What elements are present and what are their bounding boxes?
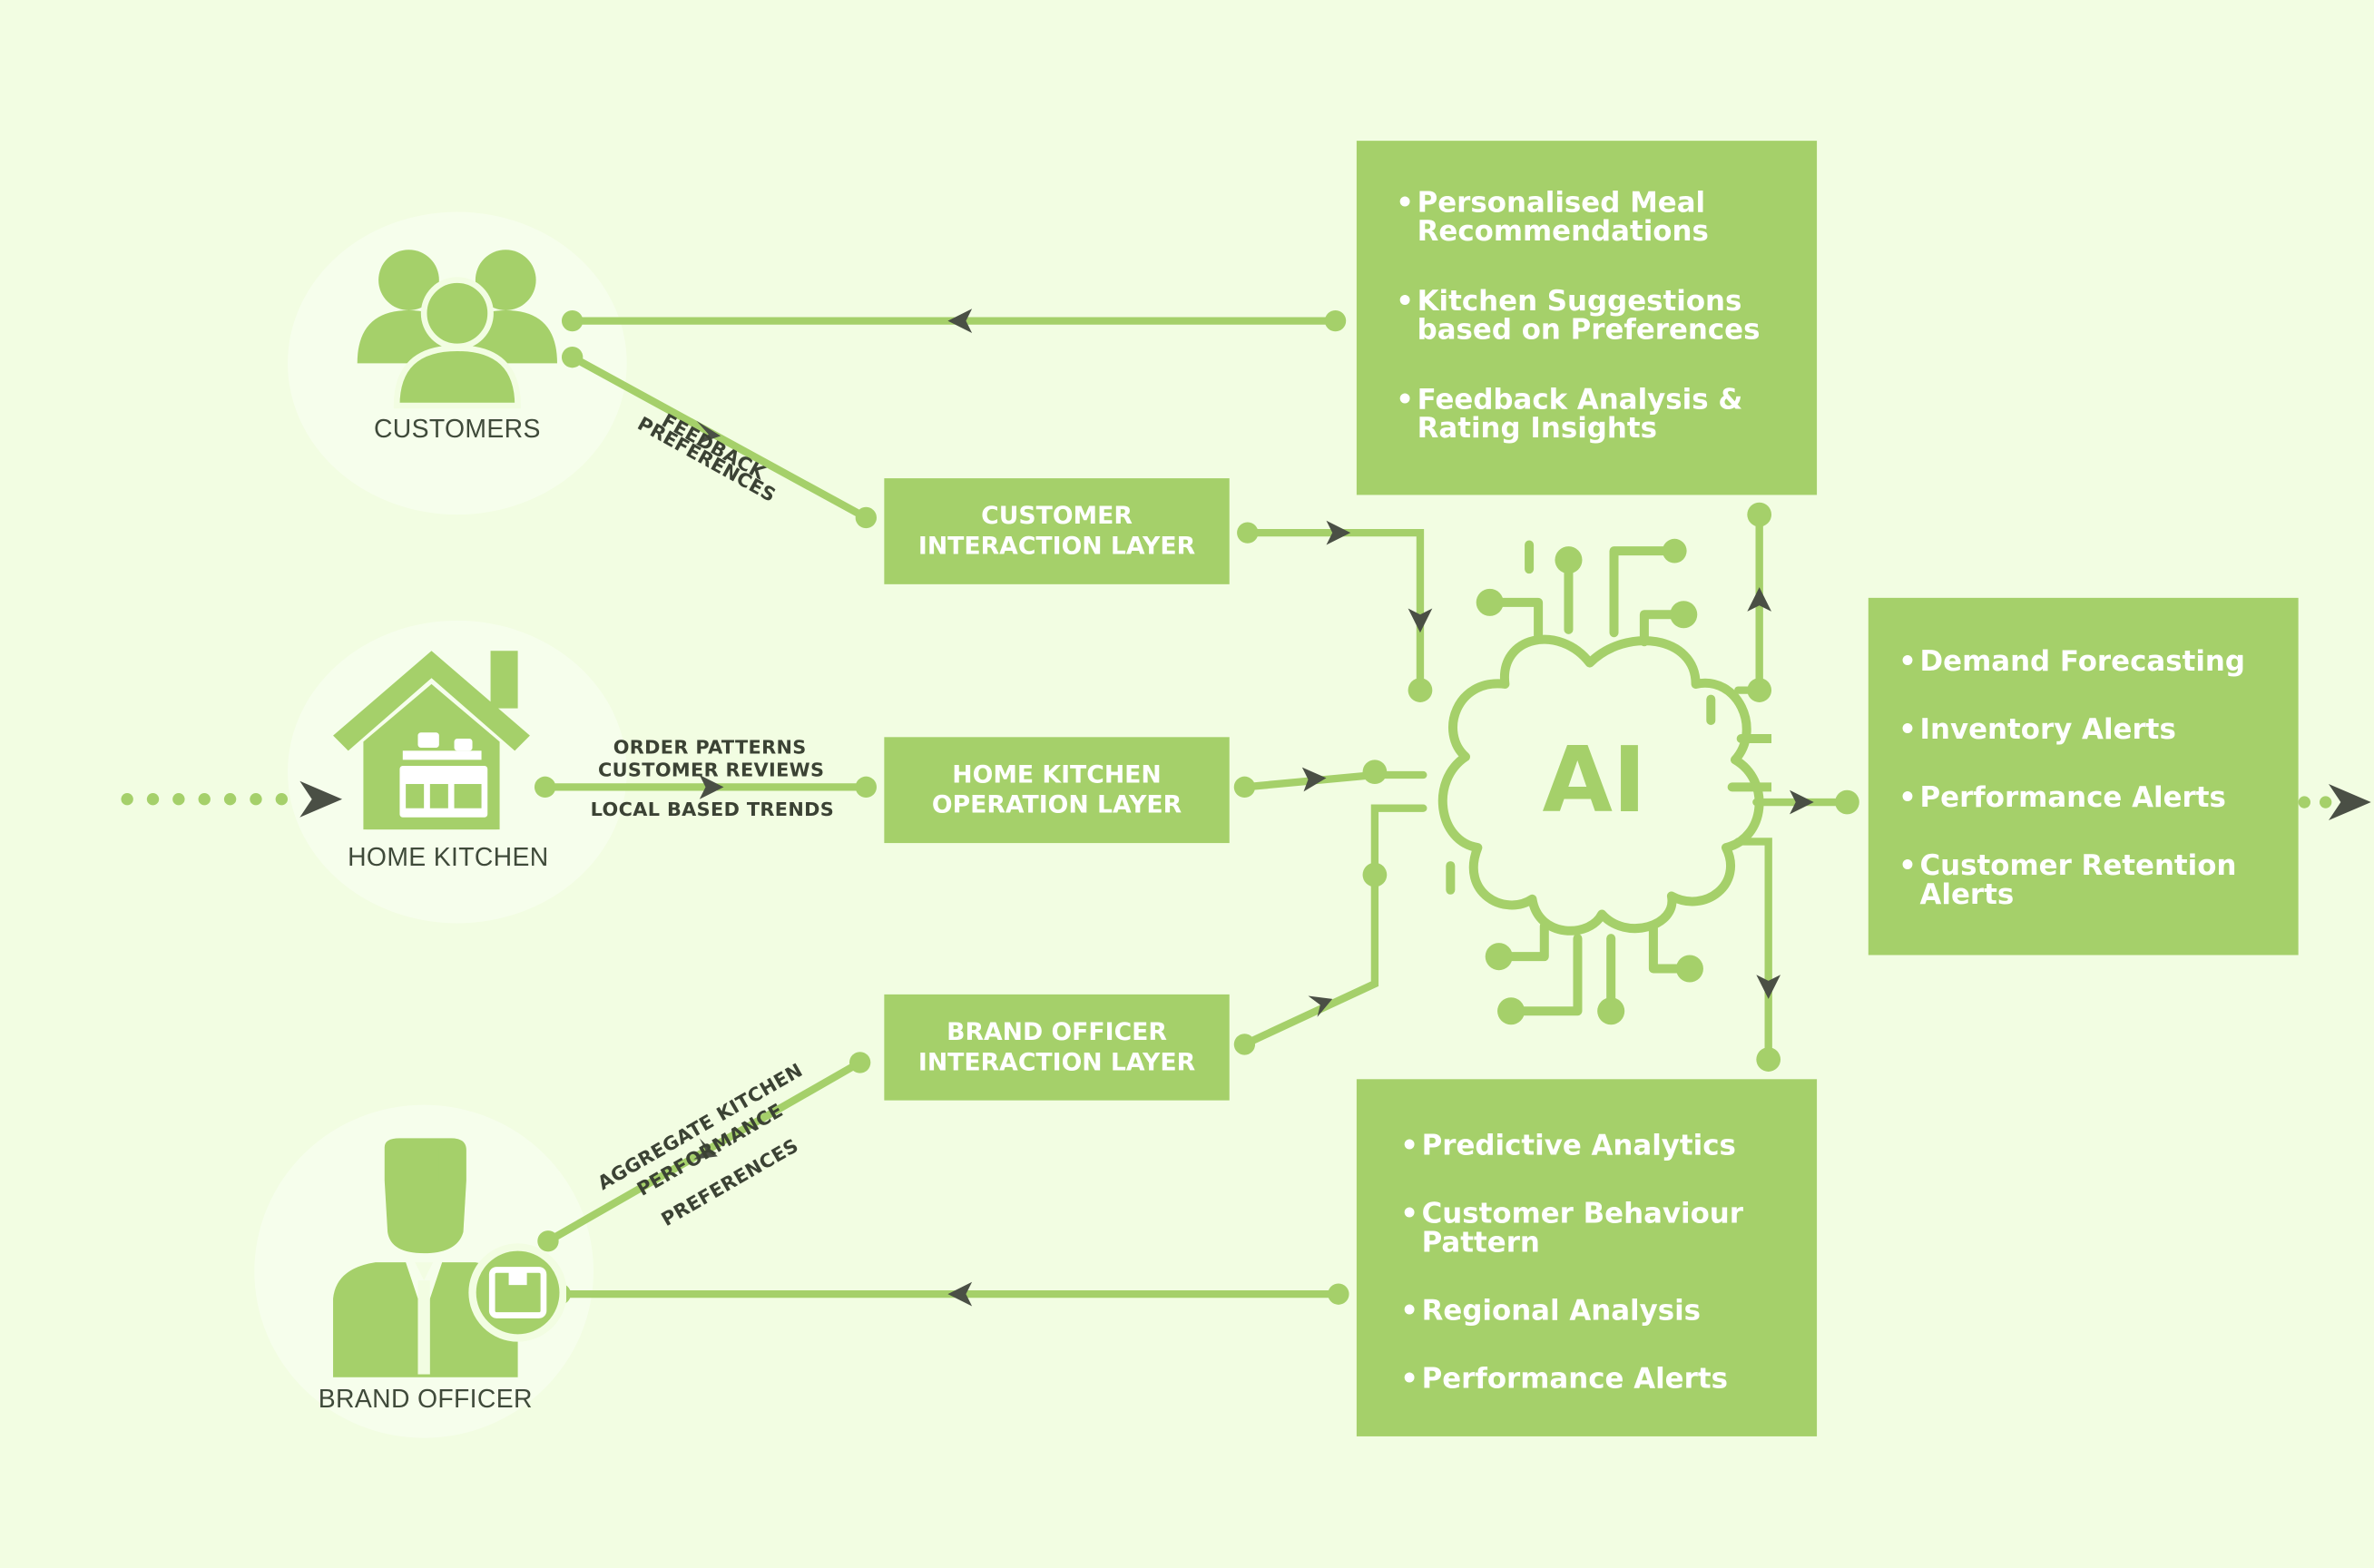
customers-to-layer-line xyxy=(568,353,870,522)
ai-label: AI xyxy=(1542,728,1647,835)
customer-outputs-panel: Personalised Meal Recommendations Kitche… xyxy=(1356,141,1818,495)
home-kitchen-operation-layer: HOME KITCHEN OPERATION LAYER xyxy=(884,737,1230,844)
ai-brain-circuit-icon xyxy=(1437,538,1772,1025)
output-item: Performance Alerts xyxy=(1400,1366,1817,1395)
output-item: Performance Alerts xyxy=(1898,784,2298,813)
connector-dots xyxy=(534,309,1859,1305)
customer-layer-line1: CUSTOMER xyxy=(981,501,1133,530)
home-kitchen-label: HOME KITCHEN xyxy=(348,843,549,872)
customer-layer-line2: INTERACTION LAYER xyxy=(917,531,1196,561)
output-arrowhead xyxy=(2328,784,2371,821)
output-item: Customer Retention Alerts xyxy=(1898,852,2298,909)
flow-arrowheads xyxy=(693,309,1814,1307)
output-item: Feedback Analysis & Rating Insights xyxy=(1396,386,1817,443)
customer-interaction-layer: CUSTOMER INTERACTION LAYER xyxy=(884,478,1230,584)
kitchen-layer-line2: OPERATION LAYER xyxy=(931,789,1182,819)
brand-layer-line2: INTERACTION LAYER xyxy=(917,1047,1196,1076)
brand-officer-label: BRAND OFFICER xyxy=(318,1385,533,1414)
brand-outputs-list: Predictive Analytics Customer Behaviour … xyxy=(1400,1132,1817,1395)
right-outputs-panel: Demand Forecasting Inventory Alerts Perf… xyxy=(1868,597,2299,956)
brand-layer-to-ai-line xyxy=(1241,804,1427,1049)
brand-outputs-panel: Predictive Analytics Customer Behaviour … xyxy=(1356,1079,1818,1436)
house-kitchen-icon xyxy=(333,651,530,830)
output-dotted-arrow xyxy=(2298,796,2332,808)
output-item: Inventory Alerts xyxy=(1898,716,2298,745)
customer-outputs-list: Personalised Meal Recommendations Kitche… xyxy=(1396,190,1817,444)
customer-layer-to-ai-line xyxy=(1243,528,1425,694)
output-item: Personalised Meal Recommendations xyxy=(1396,190,1817,247)
edge-label-local-trends: LOCAL BASED TRENDS xyxy=(590,798,835,821)
output-item: Demand Forecasting xyxy=(1898,648,2298,677)
input-arrowhead xyxy=(299,780,343,818)
output-item: Customer Behaviour Pattern xyxy=(1400,1200,1817,1258)
edge-label-customer-reviews: CUSTOMER REVIEWS xyxy=(598,758,825,781)
brand-layer-line1: BRAND OFFICER xyxy=(947,1016,1167,1046)
kitchen-layer-line1: HOME KITCHEN xyxy=(952,760,1162,789)
edge-label-order-patterns: ORDER PATTERNS xyxy=(613,735,807,759)
brand-officer-interaction-layer: BRAND OFFICER INTERACTION LAYER xyxy=(884,994,1230,1101)
officer-with-package-icon xyxy=(333,1138,566,1377)
output-item: Predictive Analytics xyxy=(1400,1132,1817,1161)
people-group-icon xyxy=(357,250,557,409)
output-item: Regional Analysis xyxy=(1400,1297,1817,1326)
input-dotted-arrow xyxy=(121,793,288,806)
output-item: Kitchen Suggestions based on Preferences xyxy=(1396,288,1817,345)
customers-label: CUSTOMERS xyxy=(373,415,541,444)
kitchen-layer-to-ai-line xyxy=(1241,770,1427,791)
right-outputs-list: Demand Forecasting Inventory Alerts Perf… xyxy=(1898,648,2298,910)
